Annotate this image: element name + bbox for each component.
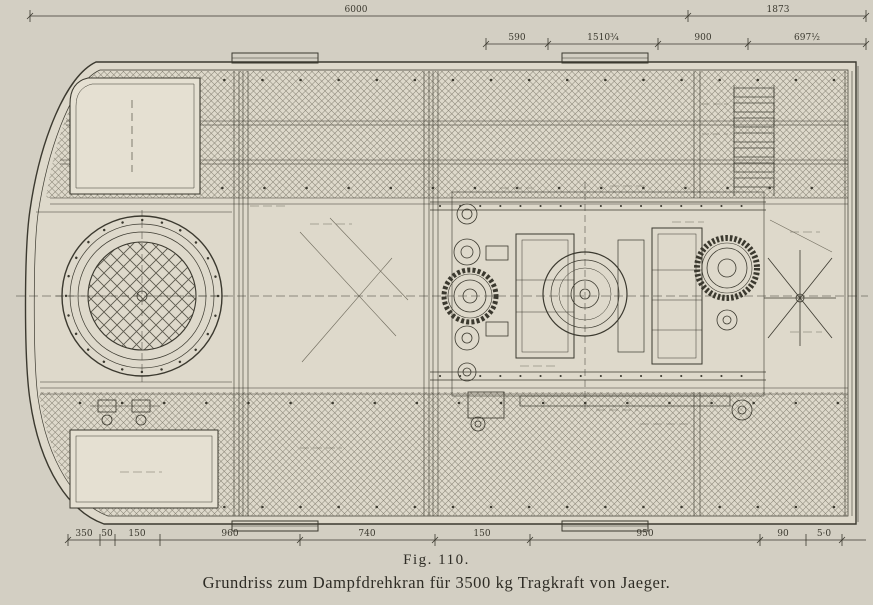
- dim-upper-2: 900: [694, 33, 711, 43]
- dim-bottom-1: 50: [101, 529, 113, 539]
- dim-bottom-8: 5·0: [817, 529, 832, 539]
- figure-caption: Grundriss zum Dampfdrehkran für 3500 kg …: [202, 573, 671, 592]
- dim-top-overall: 6000: [345, 5, 368, 15]
- cab-panel: [69, 77, 201, 195]
- step-ladder: [733, 85, 775, 196]
- bottom-machinery: [467, 391, 753, 432]
- dim-top-right: 1873: [767, 5, 790, 15]
- dim-bottom-0: 350: [75, 529, 92, 539]
- deck-beams: [40, 66, 859, 522]
- figure-number: Fig. 110.: [403, 552, 470, 568]
- caption-block: Fig. 110. Grundriss zum Dampfdrehkran fü…: [0, 552, 873, 593]
- jib-bracing: [764, 250, 836, 346]
- rivet-rows: [78, 78, 842, 509]
- crane-plan-svg: 6000 1873 590 1510¾ 900 697½: [16, 5, 870, 546]
- top-dimension-line: [26, 10, 870, 22]
- dim-upper-3: 697½: [794, 32, 820, 43]
- dim-bottom-6: 950: [636, 529, 653, 539]
- dim-bottom-3: 960: [221, 529, 238, 539]
- dim-bottom-7: 90: [777, 529, 789, 539]
- dim-bottom-4: 740: [358, 529, 375, 539]
- dim-upper-0: 590: [508, 33, 525, 43]
- leader-lines: [299, 217, 833, 363]
- machinery: [430, 182, 766, 410]
- bottom-dimension-line: [64, 534, 866, 546]
- upper-dimension-line: [482, 38, 870, 50]
- dim-upper-1: 1510¾: [587, 32, 619, 43]
- illegible-annotations: [120, 103, 822, 473]
- deck-hatching: [38, 71, 848, 516]
- bottom-left-panel: [69, 399, 219, 509]
- dim-bottom-5: 150: [473, 529, 490, 539]
- engineering-drawing: 6000 1873 590 1510¾ 900 697½: [16, 5, 870, 546]
- dim-bottom-2: 150: [128, 529, 145, 539]
